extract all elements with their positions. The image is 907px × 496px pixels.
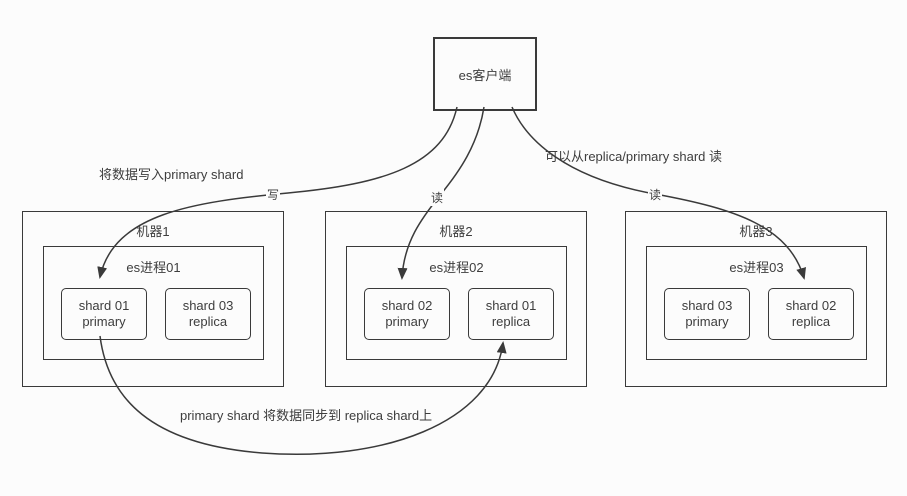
shard-name: shard 02 bbox=[381, 298, 433, 313]
shard-02-replica-box: shard 02 replica bbox=[768, 288, 854, 340]
machine-2-box: 机器2 es进程02 shard 02 primary shard 01 rep… bbox=[325, 211, 587, 387]
shard-role: primary bbox=[685, 314, 729, 329]
process-02-label: es进程02 bbox=[429, 260, 484, 275]
process-03-label: es进程03 bbox=[729, 260, 784, 275]
es-client-label: es客户端 bbox=[458, 67, 512, 83]
machine-2-label: 机器2 bbox=[439, 224, 473, 239]
process-02-box: es进程02 shard 02 primary shard 01 replica bbox=[346, 246, 567, 360]
machine-3-label: 机器3 bbox=[739, 224, 773, 239]
write-edge-label: 写 bbox=[266, 186, 281, 203]
shard-name: shard 01 bbox=[78, 298, 130, 313]
shard-name: shard 01 bbox=[485, 298, 537, 313]
read-edge-label-m3: 读 bbox=[648, 186, 663, 203]
shard-01-replica-box: shard 01 replica bbox=[468, 288, 554, 340]
sync-note: primary shard 将数据同步到 replica shard上 bbox=[180, 408, 433, 423]
shard-01-primary-box: shard 01 primary bbox=[61, 288, 147, 340]
shard-role: primary bbox=[82, 314, 126, 329]
shard-name: shard 03 bbox=[681, 298, 733, 313]
machine-3-box: 机器3 es进程03 shard 03 primary shard 02 rep… bbox=[625, 211, 887, 387]
shard-name: shard 03 bbox=[182, 298, 234, 313]
shard-02-primary-box: shard 02 primary bbox=[364, 288, 450, 340]
read-edge-label-m2: 读 bbox=[430, 189, 445, 206]
shard-role: replica bbox=[188, 314, 228, 329]
shard-role: replica bbox=[491, 314, 531, 329]
es-client-box: es客户端 bbox=[433, 37, 537, 111]
write-note: 将数据写入primary shard bbox=[99, 167, 244, 182]
shard-role: replica bbox=[791, 314, 831, 329]
shard-03-primary-box: shard 03 primary bbox=[664, 288, 750, 340]
machine-1-label: 机器1 bbox=[136, 224, 170, 239]
shard-03-replica-box: shard 03 replica bbox=[165, 288, 251, 340]
process-01-label: es进程01 bbox=[126, 260, 181, 275]
read-note: 可以从replica/primary shard 读 bbox=[545, 149, 722, 164]
process-03-box: es进程03 shard 03 primary shard 02 replica bbox=[646, 246, 867, 360]
process-01-box: es进程01 shard 01 primary shard 03 replica bbox=[43, 246, 264, 360]
shard-name: shard 02 bbox=[785, 298, 837, 313]
shard-role: primary bbox=[385, 314, 429, 329]
machine-1-box: 机器1 es进程01 shard 01 primary shard 03 rep… bbox=[22, 211, 284, 387]
